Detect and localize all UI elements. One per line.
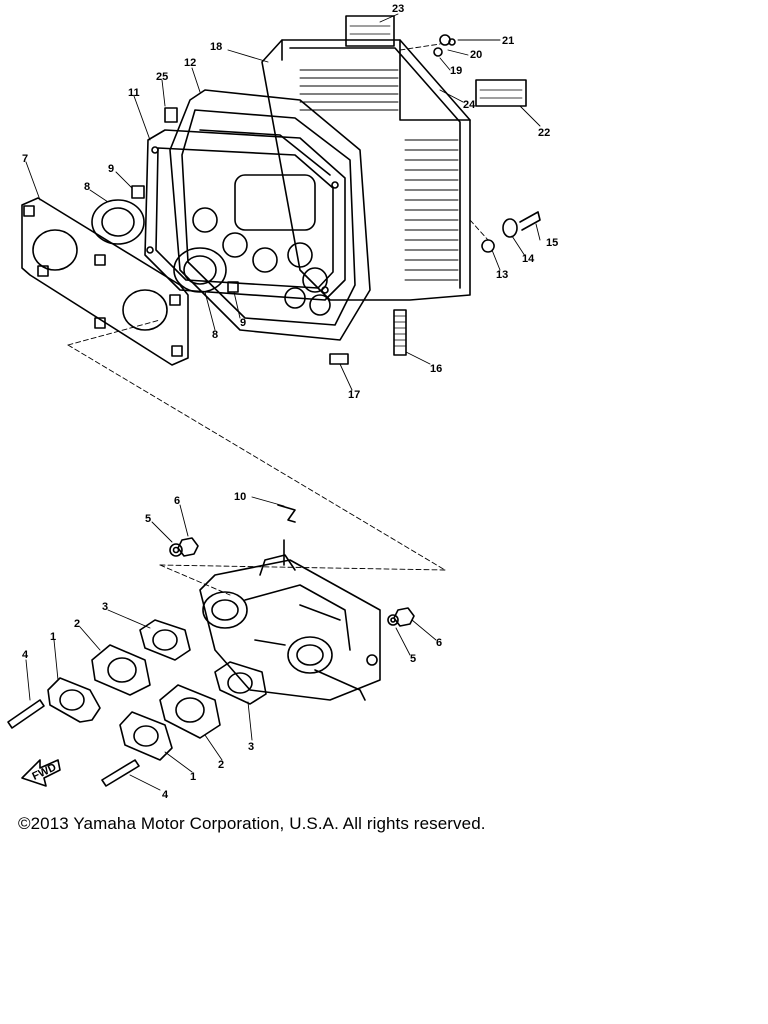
- callout-19: 19: [450, 65, 462, 77]
- carburetor-nuts-washers: [169, 537, 415, 627]
- callout-1-lower: 1: [190, 771, 196, 783]
- manifold-part-3-lower: [214, 661, 267, 705]
- callout-17: 17: [348, 389, 360, 401]
- manifold-part-3-upper: [139, 619, 191, 661]
- callout-14: 14: [522, 253, 535, 265]
- studs: [7, 699, 140, 787]
- assembly-guide-lines: [67, 43, 489, 596]
- carburetor-assembly: [199, 504, 381, 701]
- callout-9-upper: 9: [108, 163, 114, 175]
- upper-small-parts: [131, 15, 541, 365]
- joint-right: [173, 247, 227, 293]
- callout-7: 7: [22, 153, 28, 165]
- exploded-parts-diagram: 23 21 20 19 18 12 25 11 7 8 9 24 22 15 1…: [7, 3, 558, 800]
- callout-4-upper: 4: [22, 649, 29, 661]
- manifold-part-2-lower: [159, 684, 221, 739]
- callout-24: 24: [463, 99, 476, 111]
- copyright-notice: ©2013 Yamaha Motor Corporation, U.S.A. A…: [18, 814, 486, 833]
- air-box-case: [261, 39, 471, 301]
- callout-13: 13: [496, 269, 508, 281]
- callout-3-lower: 3: [248, 741, 254, 753]
- callout-23: 23: [392, 3, 404, 15]
- callout-15: 15: [546, 237, 558, 249]
- mounting-plate: [21, 197, 189, 366]
- callout-3-upper: 3: [102, 601, 108, 613]
- callout-9-lower: 9: [240, 317, 246, 329]
- air-box-cap: [164, 89, 371, 341]
- callout-10: 10: [234, 491, 246, 503]
- callout-6-left: 6: [174, 495, 180, 507]
- front-direction-arrow: [21, 759, 61, 787]
- callout-11: 11: [128, 87, 140, 99]
- callout-25: 25: [156, 71, 168, 83]
- callout-leader-lines: [25, 13, 541, 791]
- manifold-part-1-lower: [119, 711, 173, 761]
- callout-1-upper: 1: [50, 631, 56, 643]
- callout-2-lower: 2: [218, 759, 224, 771]
- callout-12: 12: [184, 57, 196, 69]
- callout-4-lower: 4: [162, 789, 169, 800]
- callout-6-right: 6: [436, 637, 442, 649]
- callout-8-lower: 8: [212, 329, 218, 341]
- callout-5-right: 5: [410, 653, 416, 665]
- callout-labels: 23 21 20 19 18 12 25 11 7 8 9 24 22 15 1…: [22, 3, 558, 800]
- callout-2-upper: 2: [74, 618, 80, 630]
- callout-8-upper: 8: [84, 181, 90, 193]
- callout-18: 18: [210, 41, 222, 53]
- callout-5-left: 5: [145, 513, 151, 525]
- manifold-part-2-upper: [91, 644, 151, 696]
- joint-left: [91, 199, 145, 245]
- callout-21: 21: [502, 35, 514, 47]
- callout-20: 20: [470, 49, 482, 61]
- gasket-plate: [144, 129, 346, 301]
- callout-22: 22: [538, 127, 550, 139]
- callout-16: 16: [430, 363, 442, 375]
- manifold-part-1-upper: [47, 677, 101, 723]
